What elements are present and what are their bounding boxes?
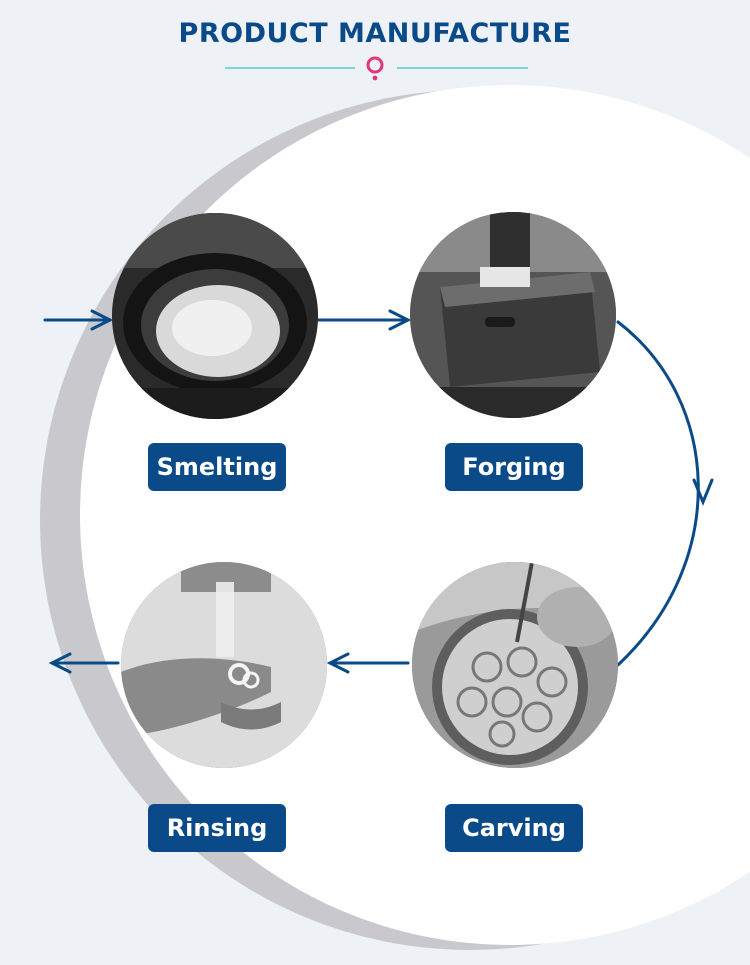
rinsing-photo: [121, 562, 327, 768]
carving-photo: [412, 562, 618, 768]
page-title: PRODUCT MANUFACTURE: [0, 18, 750, 49]
step-label-forging: Forging: [445, 443, 583, 491]
step-label-carving: Carving: [445, 804, 583, 852]
step-label-smelting: Smelting: [148, 443, 286, 491]
step-label-rinsing: Rinsing: [148, 804, 286, 852]
forging-photo: [410, 212, 616, 418]
location-pin-icon: [364, 55, 386, 81]
smelting-photo: [112, 213, 318, 419]
